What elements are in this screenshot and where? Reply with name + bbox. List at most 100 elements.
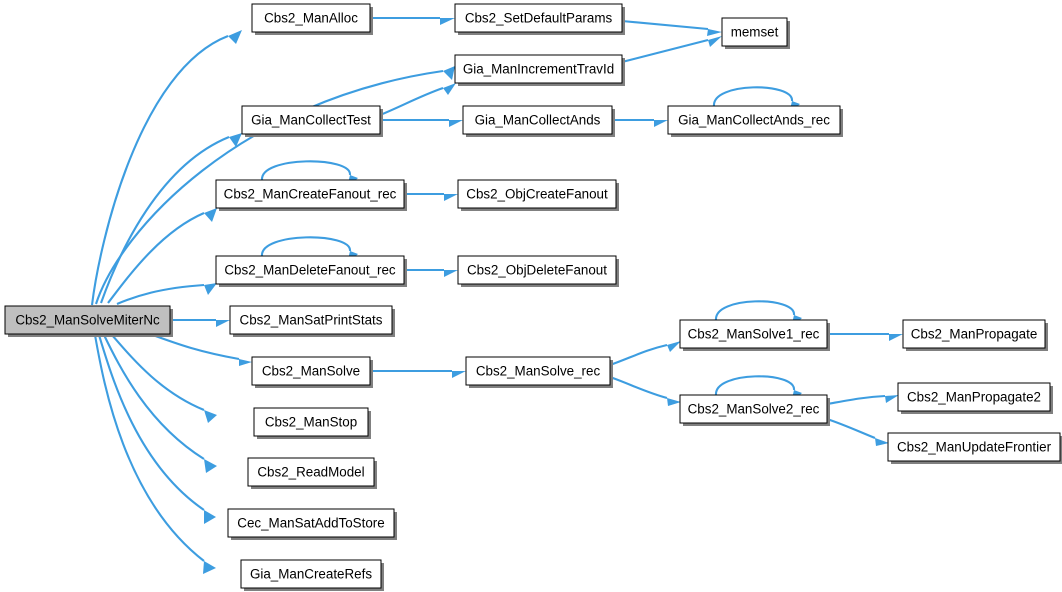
edge-line <box>149 333 240 361</box>
node-box[interactable] <box>227 508 395 538</box>
arrowhead-icon <box>229 133 242 147</box>
graph-node-root[interactable]: Cbs2_ManSolveMiterNc <box>4 305 173 337</box>
arrowhead-icon <box>204 510 216 524</box>
node-box[interactable] <box>247 457 375 487</box>
graph-node-memset[interactable]: memset <box>721 17 790 49</box>
graph-node-manstop[interactable]: Cbs2_ManStop <box>253 407 371 439</box>
node-box[interactable] <box>897 382 1051 412</box>
edge-root-to-incrementtravid <box>95 66 455 305</box>
node-box[interactable] <box>215 255 405 285</box>
graph-node-mansolve2rec[interactable]: Cbs2_ManSolve2_rec <box>679 394 830 426</box>
edge-mansolve2rec-to-manpropagate2 <box>826 394 899 406</box>
graph-node-collecttest[interactable]: Gia_ManCollectTest <box>241 105 383 137</box>
arrowhead-icon <box>203 561 216 574</box>
graph-node-mansolve[interactable]: Cbs2_ManSolve <box>251 356 373 388</box>
arrowhead-icon <box>667 341 681 352</box>
self-loop-arc <box>260 160 352 181</box>
edge-line <box>111 334 205 411</box>
edge-setdefaultparams-to-memset <box>621 19 722 36</box>
node-box[interactable] <box>253 407 369 437</box>
arrowhead-icon <box>667 398 681 406</box>
arrowhead-icon <box>875 438 889 446</box>
arrowhead-icon <box>885 395 899 403</box>
node-box[interactable] <box>887 432 1061 462</box>
graph-node-createfanoutrec[interactable]: Cbs2_ManCreateFanout_rec <box>215 179 407 211</box>
edge-root-to-manstop <box>111 334 217 423</box>
arrowhead-icon <box>239 359 252 366</box>
edge-line <box>609 343 668 366</box>
node-box[interactable] <box>679 319 828 349</box>
graph-node-manalloc[interactable]: Cbs2_ManAlloc <box>251 3 373 35</box>
graph-node-objdeletefanout[interactable]: Cbs2_ObjDeleteFanout <box>457 255 619 287</box>
graph-node-updatefrontier[interactable]: Cbs2_ManUpdateFrontier <box>887 432 1062 464</box>
node-box[interactable] <box>241 105 381 135</box>
arrowhead-icon <box>889 334 903 341</box>
edge-mansolverec-to-mansolve1rec <box>609 341 681 366</box>
edge-mansolve1rec-to-manpropagate <box>827 332 903 341</box>
edge-line <box>621 19 709 31</box>
graph-node-mansolverec[interactable]: Cbs2_ManSolve_rec <box>465 356 613 388</box>
edge-line <box>100 136 230 304</box>
node-box[interactable] <box>902 319 1046 349</box>
edge-root-to-mansolve <box>149 333 252 366</box>
edge-mansolverec-to-mansolve2rec <box>609 376 681 406</box>
node-box[interactable] <box>215 179 405 209</box>
edge-line <box>103 334 205 460</box>
graph-node-setdefaultparams[interactable]: Cbs2_SetDefaultParams <box>454 3 625 35</box>
edge-collecttest-to-incrementtravid <box>379 83 456 116</box>
node-box[interactable] <box>229 305 393 335</box>
node-box[interactable] <box>457 179 617 209</box>
edge-root-to-manalloc <box>90 30 242 306</box>
edge-collectands-to-collectandsrec <box>612 118 668 127</box>
node-box[interactable] <box>251 3 371 33</box>
edge-root-to-deletefanoutrec <box>116 283 217 305</box>
edge-line <box>107 212 205 304</box>
edge-collecttest-to-collectands <box>380 118 463 127</box>
edges-layer <box>90 16 903 574</box>
node-box[interactable] <box>667 105 841 135</box>
edge-root-to-collecttest <box>100 133 242 304</box>
node-box[interactable] <box>721 17 788 47</box>
edge-line <box>116 283 205 305</box>
arrowhead-icon <box>440 18 455 25</box>
arrowhead-icon <box>204 283 217 295</box>
arrowhead-icon <box>204 410 217 423</box>
graph-node-objcreatefanout[interactable]: Cbs2_ObjCreateFanout <box>457 179 619 211</box>
self-loop-arc <box>712 86 794 107</box>
node-box[interactable] <box>679 394 828 424</box>
self-loop-arc <box>714 300 796 321</box>
edge-line <box>621 38 709 64</box>
edge-line <box>826 418 876 439</box>
edge-line <box>90 35 229 306</box>
edge-mansolve2rec-to-updatefrontier <box>826 418 889 446</box>
edge-manalloc-to-setdefaultparams <box>370 16 455 25</box>
graph-node-manpropagate[interactable]: Cbs2_ManPropagate <box>902 319 1048 351</box>
graph-node-createrefs[interactable]: Gia_ManCreateRefs <box>240 559 384 591</box>
node-box[interactable] <box>251 356 371 386</box>
graph-node-satprintstats[interactable]: Cbs2_ManSatPrintStats <box>229 305 395 337</box>
graph-node-collectandsrec[interactable]: Gia_ManCollectAnds_rec <box>667 105 843 137</box>
node-box[interactable] <box>240 559 382 589</box>
node-box[interactable] <box>4 305 171 335</box>
edge-deletefanoutrec-to-objdeletefanout <box>404 268 458 277</box>
node-box[interactable] <box>457 255 617 285</box>
node-box[interactable] <box>462 105 613 135</box>
graph-node-deletefanoutrec[interactable]: Cbs2_ManDeleteFanout_rec <box>215 255 407 287</box>
graph-node-readmodel[interactable]: Cbs2_ReadModel <box>247 457 377 489</box>
graph-node-collectands[interactable]: Gia_ManCollectAnds <box>462 105 615 137</box>
arrowhead-icon <box>216 320 230 327</box>
self-loop-arc <box>260 236 352 257</box>
edge-root-to-readmodel <box>103 334 217 473</box>
edge-root-to-createrefs <box>93 334 216 574</box>
edge-root-to-satprintstats <box>170 318 230 327</box>
node-box[interactable] <box>454 3 623 33</box>
graph-node-satstore[interactable]: Cec_ManSatAddToStore <box>227 508 397 540</box>
edge-root-to-satstore <box>97 334 216 524</box>
graph-node-manpropagate2[interactable]: Cbs2_ManPropagate2 <box>897 382 1053 414</box>
graph-node-incrementtravid[interactable]: Gia_ManIncrementTravId <box>454 54 625 86</box>
graph-node-mansolve1rec[interactable]: Cbs2_ManSolve1_rec <box>679 319 830 351</box>
node-box[interactable] <box>454 54 623 84</box>
node-box[interactable] <box>465 356 611 386</box>
